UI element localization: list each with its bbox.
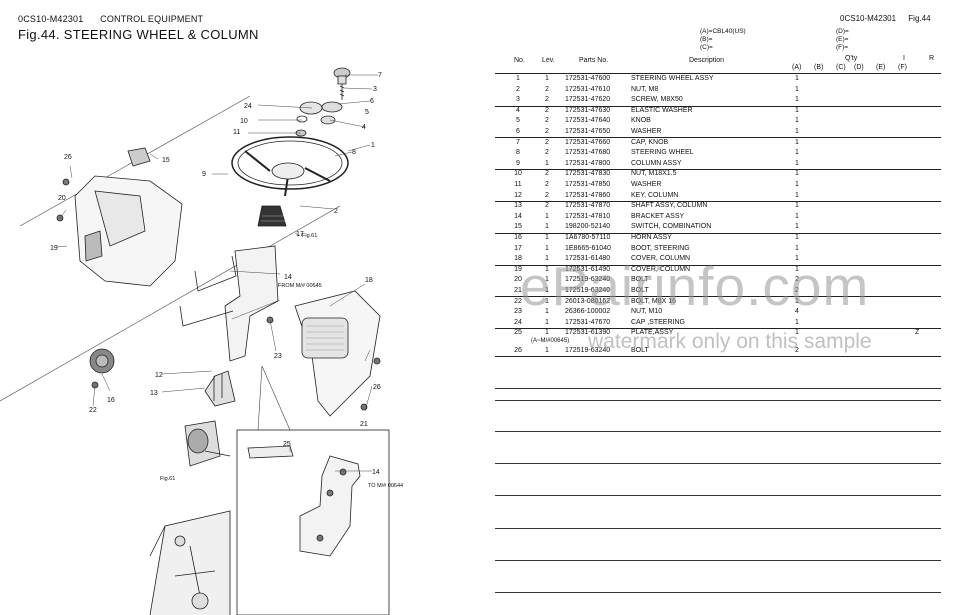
callout-15: 15 — [162, 157, 170, 164]
blank-rule — [495, 400, 941, 401]
callout-18: 18 — [365, 277, 373, 284]
exploded-parts-diagram: 7 3 6 5 4 24 10 11 1 8 9 15 26 20 19 2 1… — [0, 67, 403, 615]
col-qty: Q'ty — [845, 55, 858, 62]
callout-13: 13 — [150, 390, 158, 397]
callout-14a: 14 — [284, 274, 292, 281]
callout-22: 22 — [89, 407, 97, 414]
blank-rule — [495, 431, 941, 432]
col-i: I — [903, 55, 905, 62]
col-qty-b: (B) — [814, 64, 824, 71]
callout-26b: 26 — [373, 384, 381, 391]
callout-8: 8 — [352, 149, 356, 156]
col-qty-c: (C) — [836, 64, 846, 71]
page-header-right: 0CS10-M42301 Fig.44 — [840, 14, 941, 23]
callout-19: 19 — [50, 245, 58, 252]
model-legend-left: (A)=CBL40(US) (B)= (C)= — [700, 28, 746, 52]
col-qty-f: (F) — [898, 64, 907, 71]
section-title: CONTROL EQUIPMENT — [100, 14, 204, 24]
blank-rule — [495, 560, 941, 561]
blank-rule — [495, 592, 941, 593]
legend-b: (B)= — [700, 36, 713, 43]
callout-11: 11 — [233, 129, 240, 136]
callout-4: 4 — [362, 124, 366, 131]
col-qty-e: (E) — [876, 64, 886, 71]
callout-23: 23 — [274, 353, 282, 360]
callout-2: 2 — [334, 208, 338, 215]
legend-c: (C)= — [700, 44, 713, 51]
blank-rule — [495, 388, 941, 389]
legend-f: (F)= — [836, 44, 849, 51]
callout-10: 10 — [240, 118, 248, 125]
fig-ref-top: Fig.61 — [302, 233, 317, 239]
col-r: R — [929, 55, 935, 62]
doc-code: 0CS10-M42301 — [18, 14, 84, 24]
watermark-main: ePairinfo.com — [520, 255, 870, 317]
col-description: Description — [689, 57, 725, 64]
figure-title: Fig.44. STEERING WHEEL & COLUMN — [18, 27, 259, 42]
col-no: No. — [514, 57, 525, 64]
callout-9: 9 — [202, 171, 206, 178]
page-header-left: 0CS10-M42301 CONTROL EQUIPMENT — [18, 14, 217, 24]
fig-ref-bottom: Fig.61 — [160, 476, 175, 482]
callout-5: 5 — [365, 109, 369, 116]
callout-20: 20 — [58, 195, 66, 202]
watermark-sub: watermark only on this sample — [588, 330, 872, 353]
callout-26a: 26 — [64, 154, 72, 161]
col-lev: Lev. — [542, 57, 555, 64]
legend-e: (E)= — [836, 36, 849, 43]
legend-d: (D)= — [836, 28, 849, 35]
model-legend-right: (D)= (E)= (F)= — [836, 28, 849, 52]
callout-14b: 14 — [372, 469, 380, 476]
blank-rule — [495, 495, 941, 496]
callout-24: 24 — [244, 103, 252, 110]
legend-a: (A)=CBL40(US) — [700, 28, 746, 35]
fig-number: Fig.44 — [908, 14, 931, 23]
callout-1: 1 — [371, 142, 375, 149]
row25-serial-note: (A~M/#00645) — [531, 338, 570, 344]
callout-25: 25 — [283, 441, 291, 448]
to-serial-label: TO M/# 00644 — [368, 483, 403, 489]
callout-6: 6 — [370, 98, 374, 105]
callout-3: 3 — [373, 86, 377, 93]
col-qty-d: (D) — [854, 64, 864, 71]
col-qty-a: (A) — [792, 64, 802, 71]
blank-rule — [495, 463, 941, 464]
col-parts-no: Parts No. — [579, 57, 609, 64]
doc-code-right: 0CS10-M42301 — [840, 14, 897, 23]
callout-17: 17 — [296, 231, 304, 238]
header-rule — [495, 73, 941, 74]
callout-12: 12 — [155, 372, 163, 379]
callout-21: 21 — [360, 421, 368, 428]
callout-7: 7 — [378, 72, 382, 79]
from-serial-label: FROM M/# 00645 — [278, 283, 322, 289]
blank-rule — [495, 528, 941, 529]
callout-16: 16 — [107, 397, 115, 404]
